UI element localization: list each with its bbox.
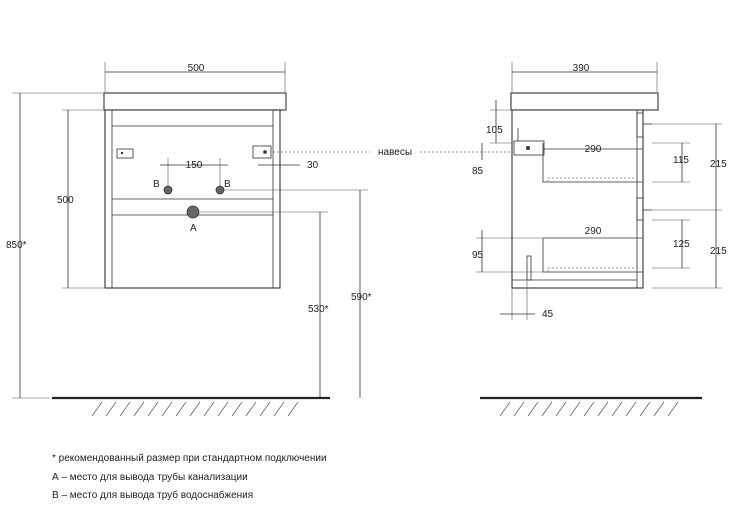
side-countertop	[510, 92, 659, 111]
point-b-left-label: B	[153, 179, 160, 190]
side-floor-hatch	[499, 401, 679, 417]
note-a-point: А – место для вывода трубы канализации	[52, 471, 248, 483]
lower-front-label: 215	[710, 246, 727, 257]
upper-gap-label: 85	[472, 166, 484, 177]
lower-handle-icon	[636, 197, 644, 221]
front-view: 500 навесы 850* 500 150	[6, 62, 515, 417]
upper-handle-icon	[636, 112, 644, 138]
note-recommended: * рекомендованный размер при стандартном…	[52, 453, 327, 464]
front-width-label: 500	[188, 63, 205, 74]
upper-inner-label: 115	[673, 155, 689, 166]
hinge-right-icon	[252, 145, 272, 159]
side-depth-label: 390	[573, 63, 590, 74]
upper-drawer-label: 290	[585, 144, 602, 155]
pipe-spacing-label: 150	[186, 160, 203, 171]
top-offset-label: 105	[486, 125, 503, 136]
hinge-left-icon	[116, 148, 134, 159]
supply-height-label: 590*	[351, 292, 372, 303]
note-b-point: B – место для вывода труб водоснабжения	[52, 490, 254, 501]
offset-label: 30	[307, 160, 319, 171]
front-floor-hatch	[91, 401, 299, 417]
lower-gap-label: 95	[472, 250, 484, 261]
side-cabinet-body	[511, 109, 644, 289]
water-supply-point-left	[163, 185, 173, 195]
legend-notes: * рекомендованный размер при стандартном…	[52, 450, 327, 506]
hinges-label: навесы	[378, 147, 412, 158]
leg-label: 45	[542, 309, 554, 320]
lower-inner-label: 125	[673, 239, 690, 250]
side-view: 390 105 290 85	[472, 62, 727, 417]
side-hinge-icon	[513, 140, 545, 156]
drain-height-label: 530*	[308, 304, 329, 315]
upper-front-label: 215	[710, 159, 727, 170]
front-countertop	[103, 92, 287, 111]
cabinet-height-label: 500	[57, 195, 74, 206]
point-a-label: A	[190, 223, 197, 234]
drain-point	[186, 205, 200, 219]
lower-drawer-label: 290	[585, 226, 602, 237]
water-supply-point-right	[215, 185, 225, 195]
point-b-right-label: B	[224, 179, 231, 190]
total-height-label: 850*	[6, 240, 27, 251]
